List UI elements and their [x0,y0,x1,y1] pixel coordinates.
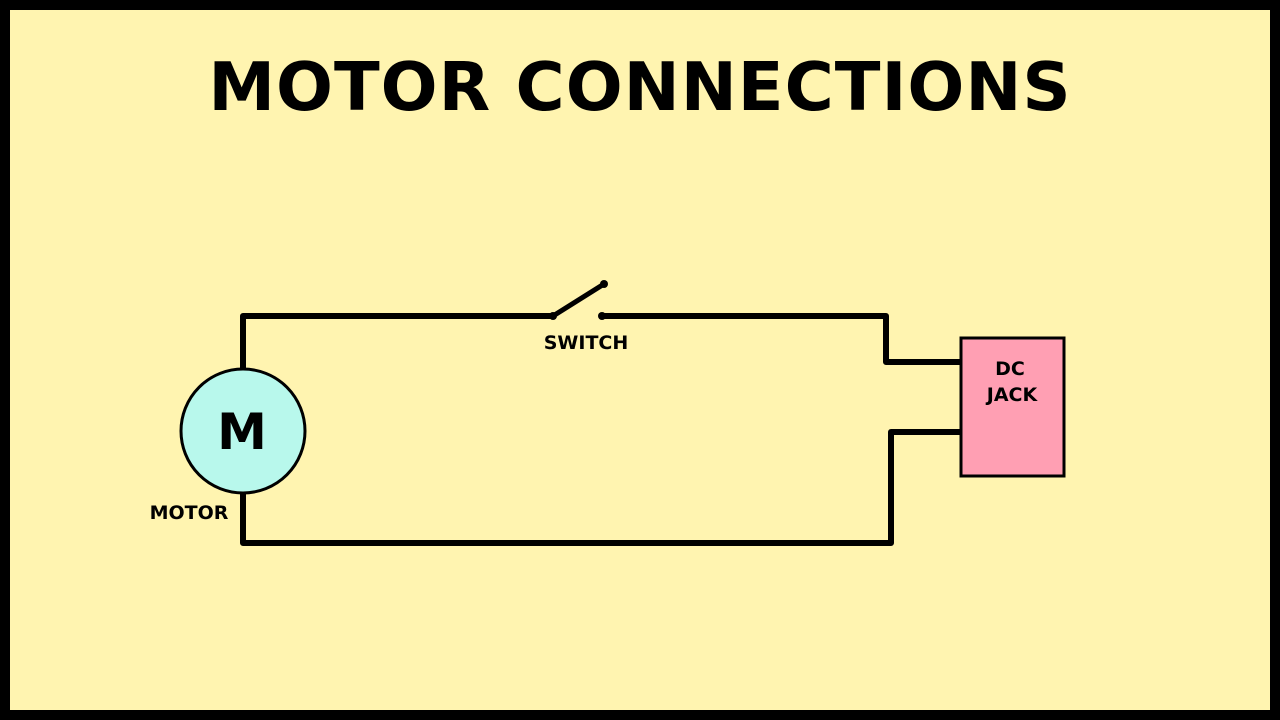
switch-contact-pivot [549,312,557,320]
wire-motor-to-switch [240,313,556,371]
switch-contact-open [600,280,608,288]
dc-jack-label-line1: DC [995,358,1025,380]
switch-label: SWITCH [544,332,629,354]
wire-motor-to-dc-jack [240,429,965,546]
switch-contact-fixed [598,312,606,320]
diagram-title: MOTOR CONNECTIONS [208,48,1072,126]
motor-symbol [179,367,307,495]
dc-jack-box [959,336,1066,478]
switch-lever [550,281,607,319]
motor-label: MOTOR [150,502,229,524]
motor-symbol-letter: M [217,403,267,461]
dc-jack-label-line2: JACK [985,384,1039,406]
wire-switch-to-dc-jack [599,313,965,365]
